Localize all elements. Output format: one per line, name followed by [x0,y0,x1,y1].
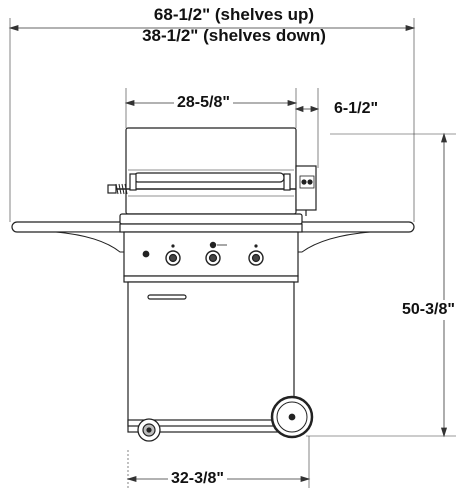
rotisserie-spit-icon [115,183,128,195]
right-side-shelf [295,221,415,253]
overall-width-shelves-up-label: 68-1/2" (shelves up) [153,5,315,24]
grill-illustration [11,127,415,442]
control-knobs [165,241,264,266]
cart-cabinet [127,281,295,433]
hood-handle [133,172,285,183]
caster-wheel [137,418,161,442]
rear-wheel [270,395,314,439]
hood-width-label: 28-5/8" [174,95,233,111]
side-burner-depth-label: 6-1/2" [332,100,381,117]
rotisserie-motor-icon [295,165,317,216]
igniter-button [142,250,150,258]
overall-width-shelves-down-label: 38-1/2" (shelves down) [142,26,326,45]
cart-depth-label: 32-3/8" [168,471,227,487]
brand-logo-icon [209,241,217,249]
dimension-lines [8,18,456,488]
cabinet-door-handle [147,294,187,300]
grill-hood [125,127,297,215]
left-side-shelf [11,221,127,253]
overall-height-label: 50-3/8" [402,300,455,320]
